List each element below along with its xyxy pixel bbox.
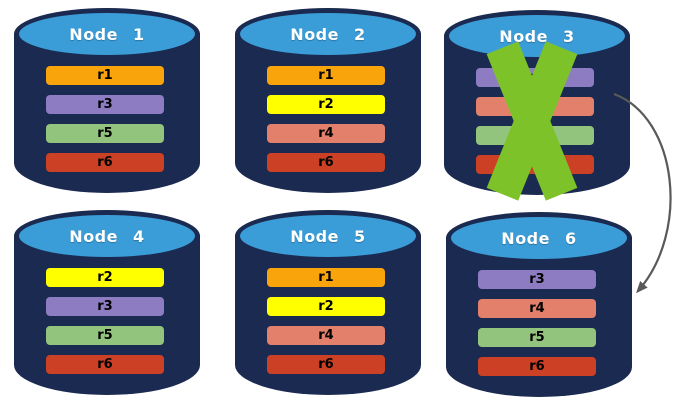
replica-label: r4 [318, 126, 334, 141]
replica-bar-r2: r2 [267, 297, 385, 316]
cylinder-top: Node 2 [235, 8, 421, 60]
replica-label: r3 [529, 272, 545, 287]
replica-bar-r1: r1 [267, 66, 385, 85]
node-title: Node 3 [499, 26, 575, 46]
cylinder-top: Node 5 [235, 210, 421, 262]
replica-label: r2 [318, 97, 334, 112]
replica-bar-r1: r1 [46, 66, 164, 85]
replica-label: r6 [97, 155, 113, 170]
cylinder-top: Node 1 [14, 8, 200, 60]
node-title: Node 4 [69, 226, 145, 246]
replica-bar-r4: r4 [478, 299, 596, 318]
replica-bar-r6: r6 [46, 355, 164, 374]
node-title: Node 6 [501, 228, 577, 248]
replica-bar-r2: r2 [267, 95, 385, 114]
replica-bar-r4: r4 [267, 326, 385, 345]
replica-bars: r1 r2 r4 r6 [267, 268, 385, 384]
cylinder-top: Node 6 [446, 212, 632, 264]
replica-label: r6 [97, 357, 113, 372]
replica-bar-r6: r6 [267, 153, 385, 172]
replica-bar-r5: r5 [46, 124, 164, 143]
replica-label: r1 [97, 68, 113, 83]
replica-bar-r3: r3 [46, 95, 164, 114]
replica-label: r3 [97, 97, 113, 112]
cylinder-top: Node 4 [14, 210, 200, 262]
replica-label: r5 [529, 330, 545, 345]
replica-label: r6 [318, 357, 334, 372]
replica-label: r2 [97, 270, 113, 285]
replica-bars: r2 r3 r5 r6 [46, 268, 164, 384]
replica-bar-r3: r3 [478, 270, 596, 289]
node-1: Node 1 r1 r3 r5 r6 [14, 8, 200, 193]
replica-label: r6 [318, 155, 334, 170]
replica-label: r2 [318, 299, 334, 314]
node-title: Node 5 [290, 226, 366, 246]
node-6: Node 6 r3 r4 r5 r6 [446, 212, 632, 397]
replica-bar-r5: r5 [478, 328, 596, 347]
node-4: Node 4 r2 r3 r5 r6 [14, 210, 200, 395]
replica-label: r3 [97, 299, 113, 314]
replica-label: r4 [529, 301, 545, 316]
replica-label: r6 [529, 359, 545, 374]
replica-bars: r1 r3 r5 r6 [46, 66, 164, 182]
replica-bars: r1 r2 r4 r6 [267, 66, 385, 182]
replica-label: r5 [97, 126, 113, 141]
replica-bar-r4: r4 [267, 124, 385, 143]
node-2: Node 2 r1 r2 r4 r6 [235, 8, 421, 193]
replica-bar-r6: r6 [46, 153, 164, 172]
replica-bar-r6: r6 [478, 357, 596, 376]
replica-bar-r5: r5 [46, 326, 164, 345]
replica-bars: r3 r4 r5 r6 [478, 270, 596, 386]
node-title: Node 1 [69, 24, 145, 44]
replica-label: r1 [318, 68, 334, 83]
replica-label: r1 [318, 270, 334, 285]
node-title: Node 2 [290, 24, 366, 44]
cylinder-top: Node 3 [444, 10, 630, 62]
replica-bar-r3: r3 [46, 297, 164, 316]
replica-label: r5 [97, 328, 113, 343]
replica-bar-r2: r2 [46, 268, 164, 287]
replica-bar-r6: r6 [267, 355, 385, 374]
replica-bar-r1: r1 [267, 268, 385, 287]
node-5: Node 5 r1 r2 r4 r6 [235, 210, 421, 395]
replica-label: r4 [318, 328, 334, 343]
failed-x-icon [480, 41, 584, 201]
